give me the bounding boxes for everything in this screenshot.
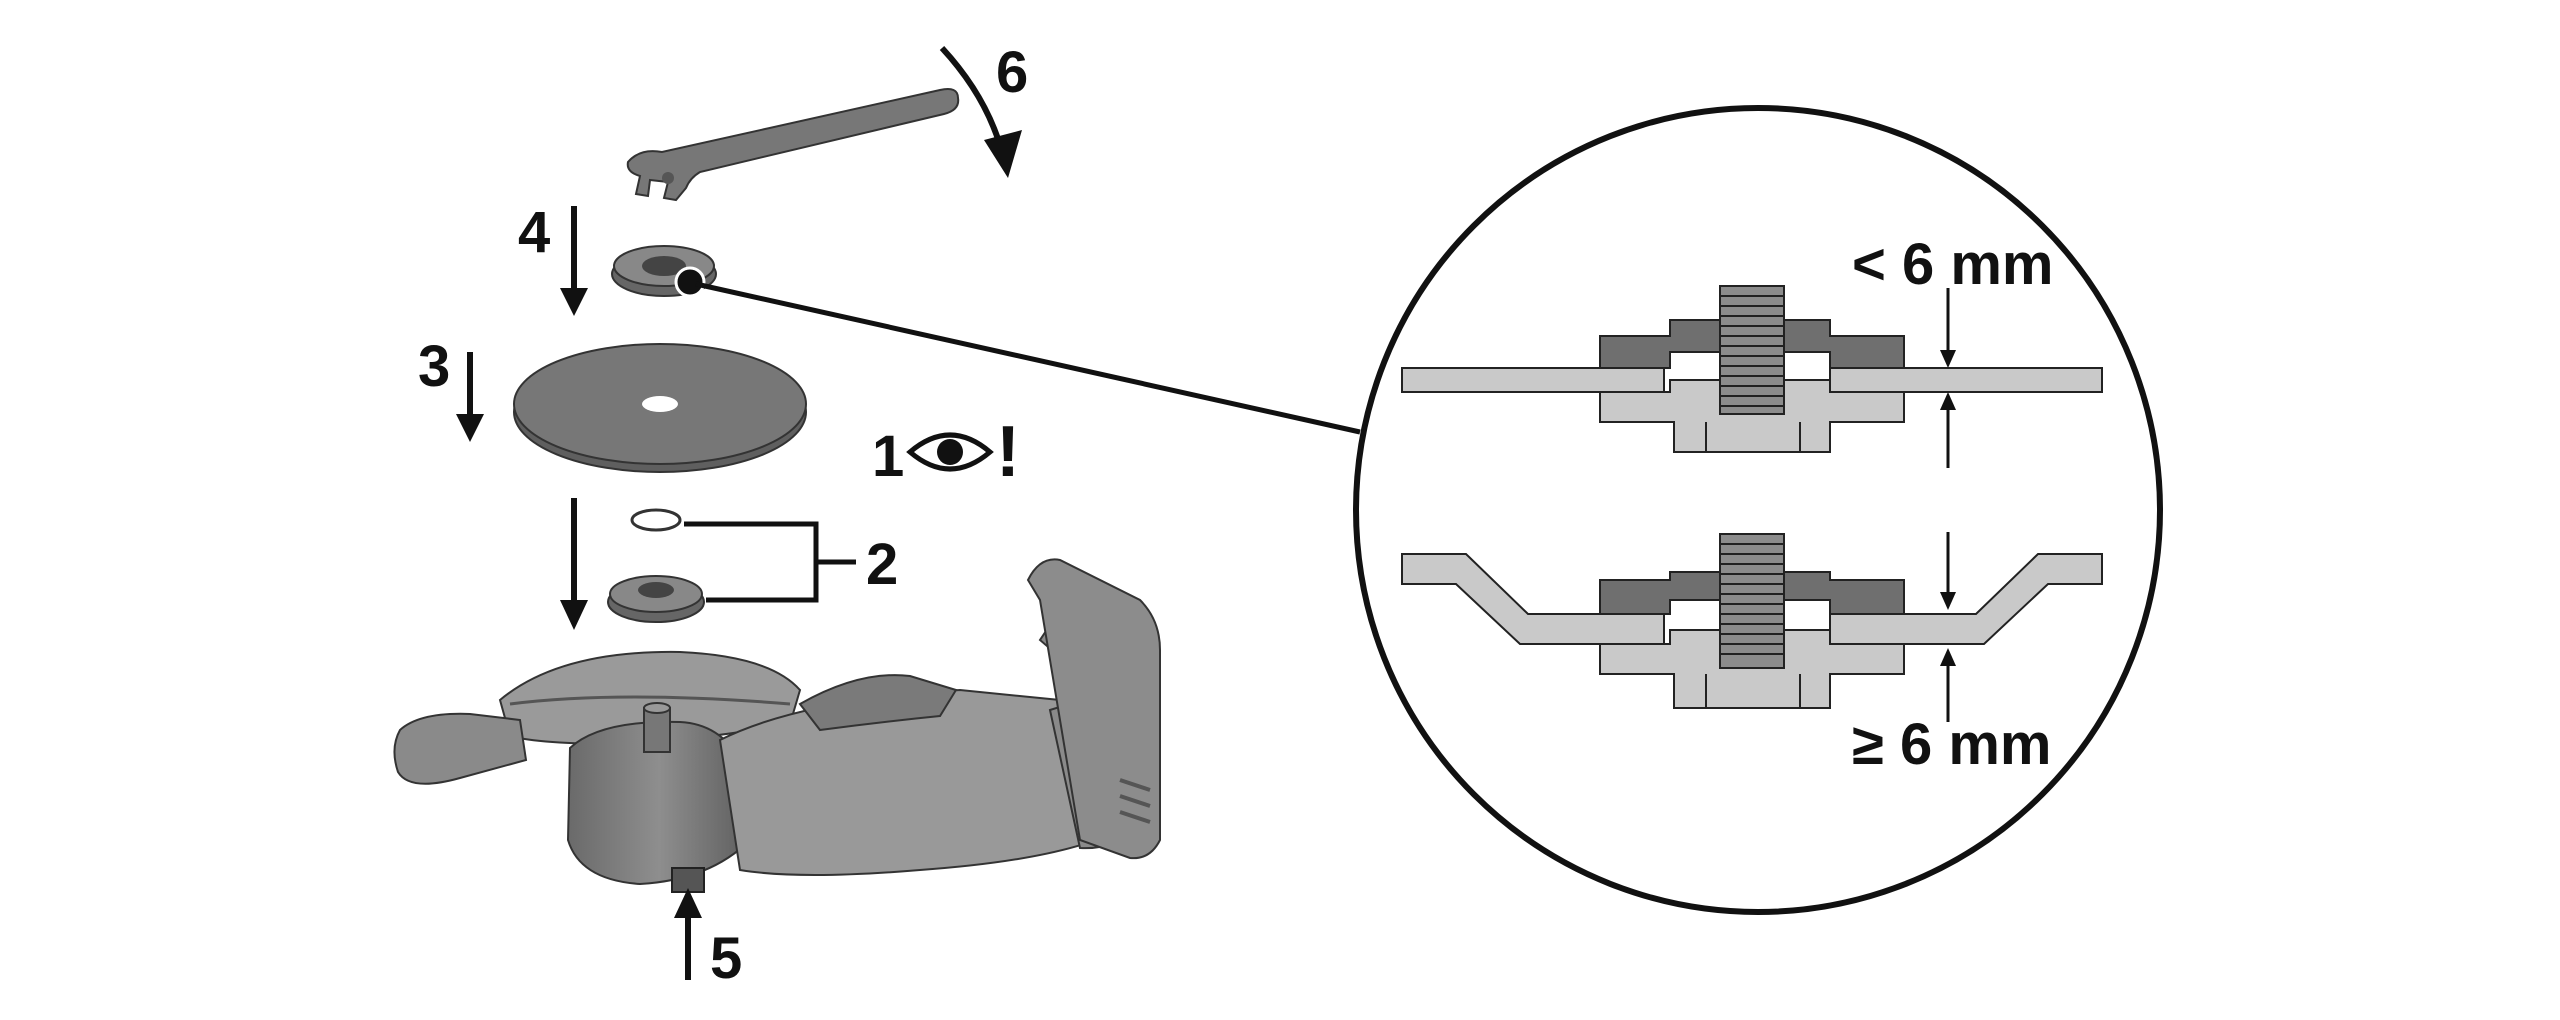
callout-6: 6 — [996, 40, 1028, 105]
bracket-step-2 — [684, 521, 856, 603]
thin-disc-label: < 6 mm — [1852, 232, 2054, 297]
support-flange — [607, 575, 705, 623]
thick-disc-label: ≥ 6 mm — [1852, 712, 2051, 777]
spanner-wrench — [626, 88, 960, 202]
callout-3: 3 — [418, 334, 450, 399]
curved-arrow-icon — [939, 45, 1022, 178]
cutting-disc — [513, 343, 807, 473]
detail-leader-line — [695, 281, 1361, 435]
callout-1: 1 — [872, 424, 904, 489]
o-ring — [630, 508, 682, 532]
warning-mark: ! — [996, 412, 1020, 492]
callout-5: 5 — [710, 926, 742, 991]
detail-magnifier: < 6 mm — [1353, 105, 2163, 915]
thin-disc-section: < 6 mm — [1401, 232, 2103, 468]
thick-disc-section: ≥ 6 mm — [1401, 532, 2103, 777]
angle-grinder — [393, 558, 1161, 893]
clamping-nut — [611, 245, 717, 298]
callout-2: 2 — [866, 532, 898, 597]
callout-4: 4 — [518, 200, 550, 265]
eye-icon — [906, 432, 994, 472]
